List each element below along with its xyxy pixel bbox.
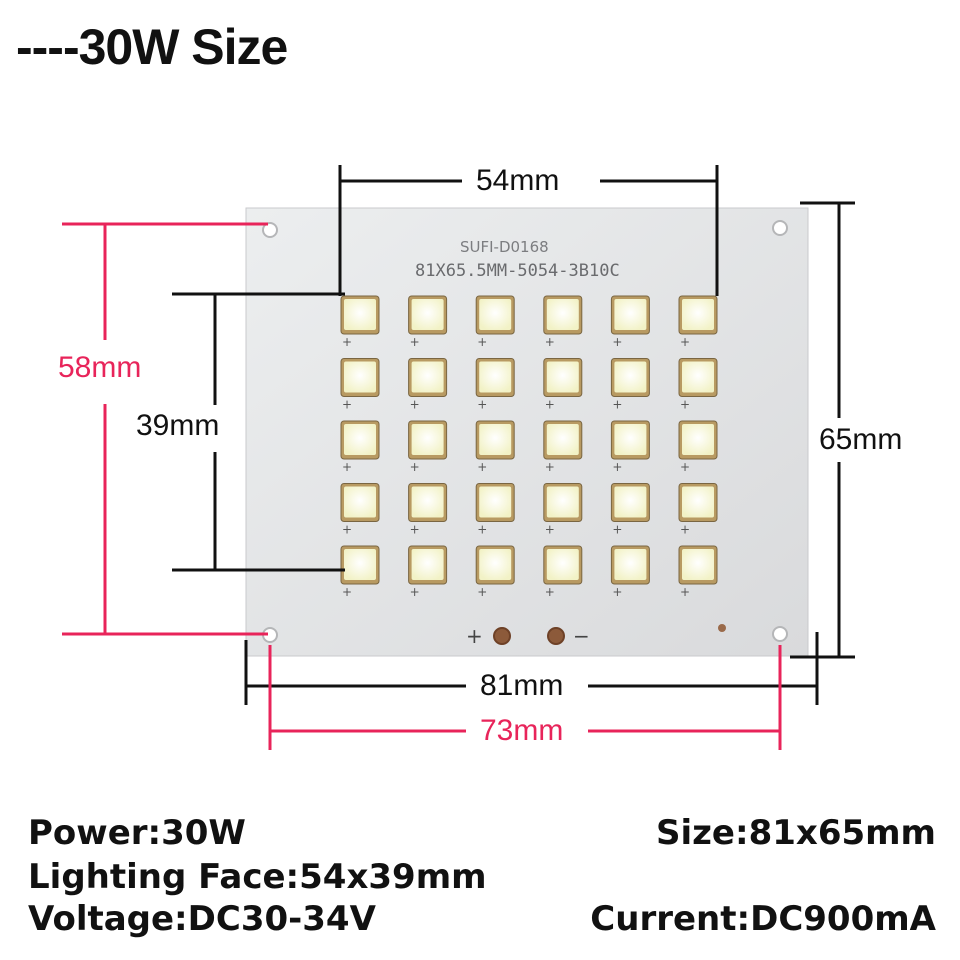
led-chip: +	[475, 295, 515, 349]
led-chip: +	[610, 545, 650, 599]
spec-power: Power:30W	[28, 813, 246, 853]
led-polarity-mark: +	[545, 335, 555, 349]
led-polarity-mark: +	[545, 398, 555, 412]
led-chip: +	[408, 295, 448, 349]
led-chip: +	[340, 295, 380, 349]
ntc-pad	[718, 624, 726, 632]
led-chip: +	[475, 483, 515, 537]
led-polarity-mark: +	[612, 398, 622, 412]
led-polarity-mark: +	[545, 523, 555, 537]
led-polarity-mark: +	[342, 460, 352, 474]
solder-pads: + −	[466, 624, 726, 648]
mounting-hole-bottom-right	[772, 626, 788, 642]
led-chip: +	[408, 545, 448, 599]
led-polarity-mark: +	[680, 398, 690, 412]
led-chip: +	[408, 420, 448, 474]
led-chip: +	[543, 295, 583, 349]
led-polarity-mark: +	[410, 398, 420, 412]
mounting-holes	[262, 220, 788, 643]
led-chip: +	[610, 483, 650, 537]
led-chip: +	[610, 358, 650, 412]
led-polarity-mark: +	[545, 585, 555, 599]
led-polarity-mark: +	[477, 335, 487, 349]
spec-size: Size:81x65mm	[655, 813, 936, 853]
led-chip: +	[678, 483, 718, 537]
dimension-label-hole-width: 73mm	[474, 714, 570, 748]
led-chip: +	[678, 295, 718, 349]
led-chip: +	[678, 545, 718, 599]
led-polarity-mark: +	[680, 460, 690, 474]
led-chip: +	[610, 295, 650, 349]
led-polarity-mark: +	[477, 585, 487, 599]
led-grid: + + + + + + + + + + + + + + + + + + + + + + + + + + + + + +	[340, 295, 718, 599]
dimension-label-led-width: 54mm	[470, 164, 566, 198]
mounting-hole-top-right	[772, 220, 788, 236]
led-chip: +	[475, 420, 515, 474]
led-chip: +	[543, 545, 583, 599]
dimension-label-board-width: 81mm	[474, 669, 570, 703]
page-title: ----30W Size	[16, 19, 288, 75]
led-chip: +	[543, 483, 583, 537]
led-chip: +	[340, 420, 380, 474]
plus-label: +	[466, 624, 483, 648]
spec-lighting-face: Lighting Face:54x39mm	[28, 857, 487, 897]
led-chip: +	[678, 358, 718, 412]
led-polarity-mark: +	[410, 523, 420, 537]
led-chip: +	[475, 358, 515, 412]
spec-voltage: Voltage:DC30-34V	[28, 899, 376, 939]
led-polarity-mark: +	[477, 398, 487, 412]
led-chip: +	[408, 483, 448, 537]
led-polarity-mark: +	[612, 523, 622, 537]
led-polarity-mark: +	[410, 460, 420, 474]
led-polarity-mark: +	[342, 585, 352, 599]
led-chip: +	[408, 358, 448, 412]
dimension-lines-red	[62, 222, 782, 750]
led-polarity-mark: +	[410, 585, 420, 599]
positive-pad	[493, 627, 511, 645]
led-chip: +	[610, 420, 650, 474]
led-chip: +	[543, 358, 583, 412]
led-chip: +	[543, 420, 583, 474]
led-polarity-mark: +	[545, 460, 555, 474]
led-polarity-mark: +	[612, 335, 622, 349]
negative-pad	[547, 627, 565, 645]
dimension-label-hole-height: 58mm	[52, 351, 148, 385]
led-polarity-mark: +	[342, 398, 352, 412]
board-spec-label: 81X65.5MM-5054-3B10C	[415, 261, 620, 281]
led-chip: +	[340, 358, 380, 412]
mounting-hole-top-left	[262, 222, 278, 238]
dimension-label-board-height: 65mm	[813, 423, 909, 457]
led-polarity-mark: +	[342, 335, 352, 349]
led-chip: +	[475, 545, 515, 599]
led-polarity-mark: +	[410, 335, 420, 349]
led-chip: +	[340, 483, 380, 537]
led-polarity-mark: +	[342, 523, 352, 537]
led-chip: +	[678, 420, 718, 474]
led-polarity-mark: +	[680, 523, 690, 537]
led-polarity-mark: +	[680, 585, 690, 599]
led-polarity-mark: +	[477, 523, 487, 537]
dimension-label-led-height: 39mm	[130, 409, 226, 443]
led-polarity-mark: +	[612, 460, 622, 474]
board-model-label: SUFI-D0168	[460, 238, 549, 256]
spec-current: Current:DC900mA	[590, 899, 936, 939]
led-polarity-mark: +	[612, 585, 622, 599]
led-polarity-mark: +	[680, 335, 690, 349]
led-chip: +	[340, 545, 380, 599]
led-polarity-mark: +	[477, 460, 487, 474]
minus-label: −	[573, 624, 590, 648]
